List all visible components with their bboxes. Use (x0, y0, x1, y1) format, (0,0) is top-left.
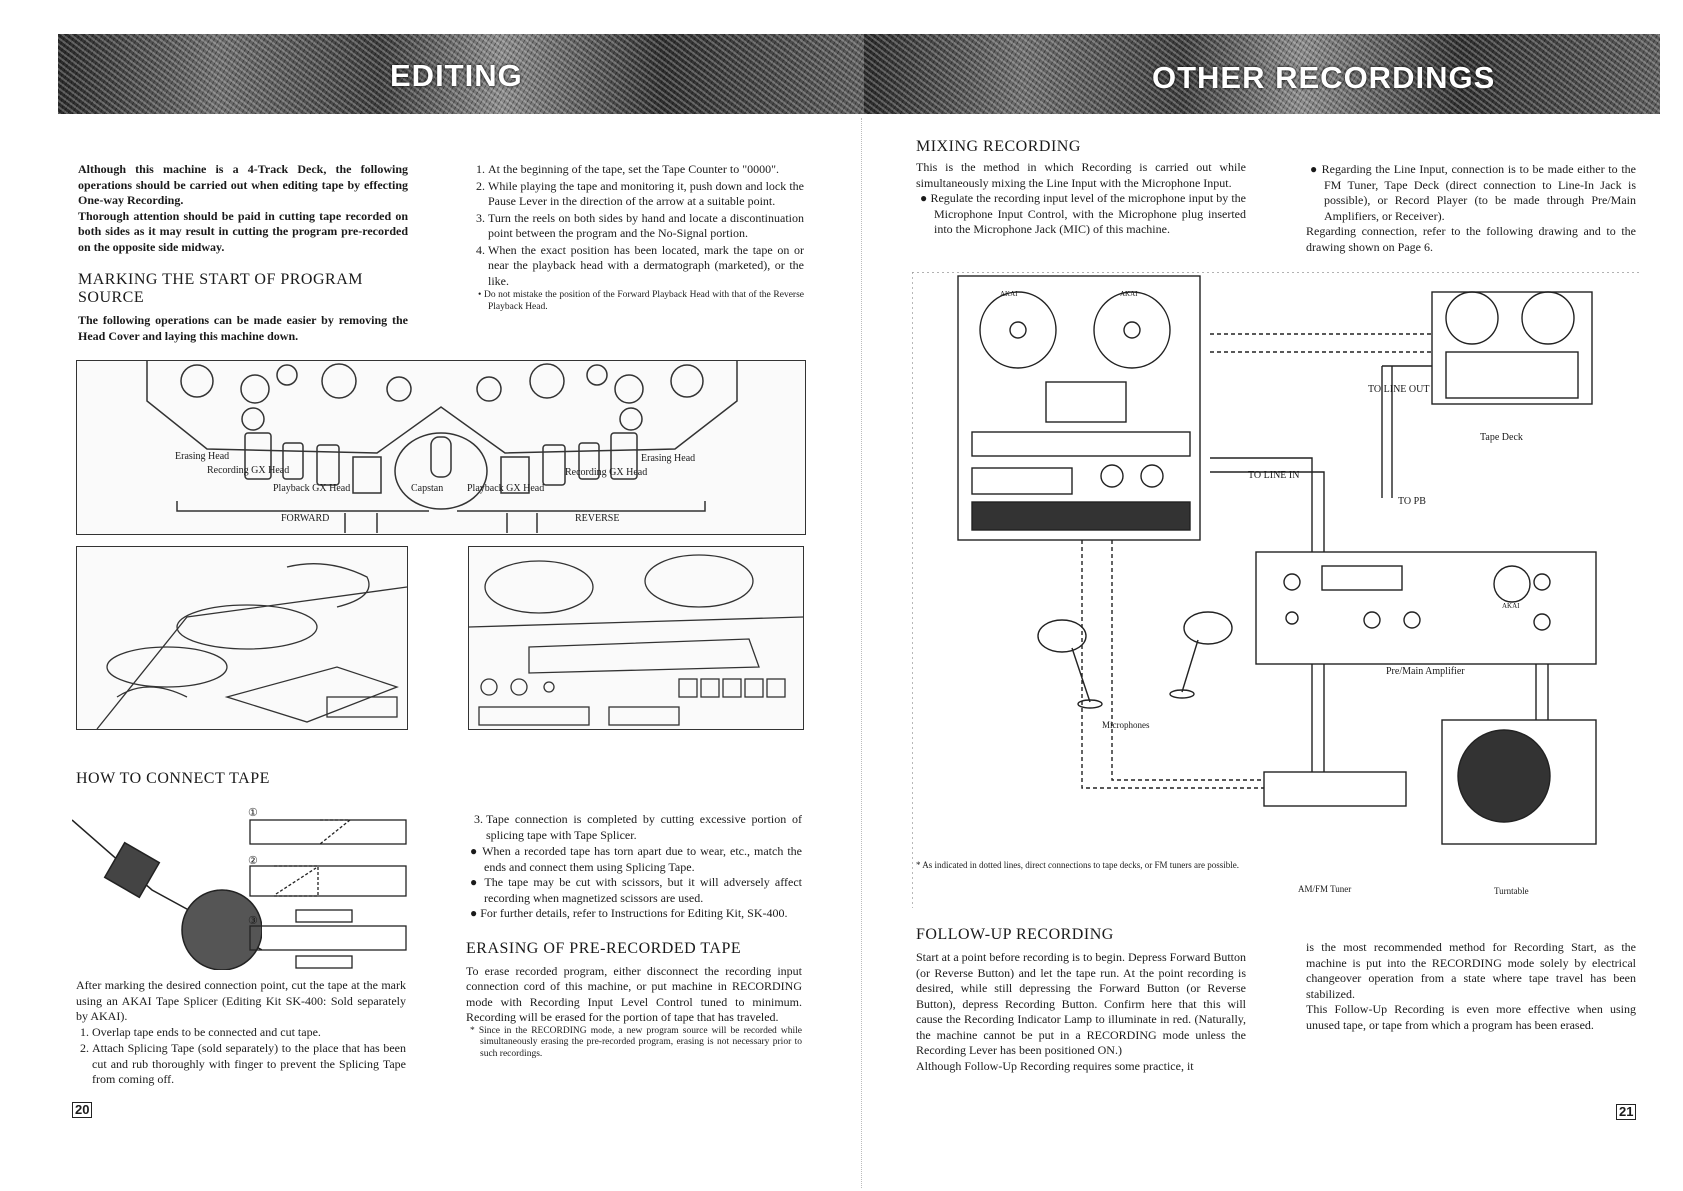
intro-paragraph-2: Thorough attention should be paid in cut… (78, 208, 408, 254)
hands-reels-drawing (96, 563, 407, 729)
intro-paragraph-1: Although this machine is a 4-Track Deck,… (78, 162, 408, 207)
recording-head-left-label: Recording GX Head (207, 465, 290, 476)
line-input-bullet: ● Regarding the Line Input, connection i… (1310, 162, 1637, 223)
deck-top-drawing (469, 554, 803, 726)
left-banner-title: EDITING (390, 58, 523, 93)
capstan-label: Capstan (411, 483, 444, 494)
diagram-brand-right: AKAI (1120, 290, 1138, 298)
marking-step-4: When the exact position has been located… (488, 243, 804, 290)
marking-step-3: Turn the reels on both sides by hand and… (488, 211, 804, 242)
followup-text-3: is the most recommended method for Recor… (1306, 940, 1636, 1001)
mixing-diagram-drawing (912, 272, 1642, 908)
line-input-text: Regarding connection, refer to the follo… (1306, 224, 1636, 254)
turntable-label: Turntable (1494, 886, 1529, 896)
connect-step-3: Tape connection is completed by cutting … (486, 812, 802, 843)
connect-step-1-marker: ① (248, 807, 258, 819)
am-fm-tuner-label: AM/FM Tuner (1298, 884, 1352, 894)
right-banner-title: OTHER RECORDINGS (1152, 60, 1496, 95)
followup-right-column: is the most recommended method for Recor… (1306, 940, 1636, 1033)
followup-left-column: Start at a point before recording is to … (916, 950, 1246, 1074)
connect-steps-list: Overlap tape ends to be connected and cu… (76, 1025, 406, 1088)
erasing-text: To erase recorded program, either discon… (466, 963, 802, 1025)
followup-text-2: Although Follow-Up Recording requires so… (916, 1058, 1194, 1073)
connect-bullet-2-text: The tape may be cut with scissors, but i… (484, 875, 803, 905)
amplifier-brand-label: AKAI (1502, 602, 1520, 610)
to-pb-label: TO PB (1398, 496, 1426, 507)
splicer-drawing (72, 819, 262, 970)
forward-label: FORWARD (281, 513, 330, 524)
marking-steps-list: At the beginning of the tape, set the Ta… (468, 162, 804, 289)
marking-text: The following operations can be made eas… (78, 313, 408, 343)
left-banner: EDITING (58, 34, 864, 114)
connect-step-3-list: Tape connection is completed by cutting … (466, 812, 802, 843)
followup-text-4: This Follow-Up Recording is even more ef… (1306, 1002, 1636, 1032)
connect-step-1: Overlap tape ends to be connected and cu… (92, 1025, 406, 1041)
erasing-note-text: Since in the RECORDING mode, a new progr… (478, 1025, 802, 1059)
connect-bullet-2: ● The tape may be cut with scissors, but… (470, 875, 803, 905)
reverse-label: REVERSE (575, 513, 620, 524)
connect-bullet-3-text: For further details, refer to Instructio… (480, 906, 788, 920)
followup-heading: FOLLOW-UP RECORDING (916, 926, 1114, 943)
main-deck-outline (957, 275, 1201, 541)
connect-bullet-3: ● For further details, refer to Instruct… (470, 906, 788, 920)
deck-top-figure (468, 546, 804, 730)
right-banner: OTHER RECORDINGS (864, 34, 1660, 114)
followup-text-1: Start at a point before recording is to … (916, 950, 1246, 1057)
diagram-note: * As indicated in dotted lines, direct c… (916, 860, 1239, 870)
connect-text: After marking the desired connection poi… (76, 978, 406, 1023)
connect-step-3-marker: ③ (248, 915, 258, 927)
mixing-bullet: ● Regulate the recording input level of … (920, 191, 1247, 236)
connect-step-diagram: ① ② ③ (240, 806, 408, 974)
to-line-out-label: TO LINE OUT (1368, 384, 1430, 395)
hands-reels-figure (76, 546, 408, 730)
playback-head-left-label: Playback GX Head (273, 483, 351, 494)
diagram-brand-left: AKAI (1000, 290, 1018, 298)
line-input-block: ● Regarding the Line Input, connection i… (1306, 162, 1636, 255)
pre-main-amplifier-label: Pre/Main Amplifier (1386, 666, 1465, 677)
connect-continued: Tape connection is completed by cutting … (466, 812, 802, 1060)
left-page-number: 20 (72, 1102, 93, 1118)
playback-head-right-label: Playback GX Head (467, 483, 545, 494)
recording-head-right-label: Recording GX Head (565, 467, 648, 478)
right-page-number: 21 (1616, 1104, 1637, 1120)
marking-step-1: At the beginning of the tape, set the Ta… (488, 162, 804, 178)
connect-step-2-marker: ② (248, 855, 258, 867)
line-input-bullet-text: Regarding the Line Input, connection is … (1321, 162, 1637, 223)
connect-step-2: Attach Splicing Tape (sold separately) t… (92, 1041, 406, 1088)
connect-bullet-1: ● When a recorded tape has torn apart du… (470, 844, 802, 874)
head-figure: Erasing Head Recording GX Head Playback … (76, 360, 806, 535)
erasing-note: * Since in the RECORDING mode, a new pro… (470, 1025, 802, 1059)
erasing-head-left-label: Erasing Head (175, 451, 230, 462)
erasing-head-right-label: Erasing Head (641, 453, 696, 464)
splicer-figure (72, 800, 262, 970)
tape-deck-label: Tape Deck (1480, 432, 1523, 443)
to-line-in-label: TO LINE IN (1248, 470, 1300, 481)
mixing-text: This is the method in which Recording is… (916, 160, 1246, 190)
erasing-heading: ERASING OF PRE-RECORDED TAPE (466, 939, 742, 957)
head-drawing (146, 361, 738, 533)
page-fold (861, 118, 862, 1188)
connect-text-block: After marking the desired connection poi… (76, 978, 406, 1089)
mixing-bullet-text: Regulate the recording input level of th… (930, 191, 1247, 236)
connect-bullet-1-text: When a recorded tape has torn apart due … (482, 844, 802, 874)
editing-intro: Although this machine is a 4-Track Deck,… (78, 162, 408, 344)
marking-step-2: While playing the tape and monitoring it… (488, 179, 804, 210)
marking-note-text: Do not mistake the position of the Forwa… (483, 290, 804, 312)
microphones-label: Microphones (1102, 720, 1150, 730)
mixing-heading: MIXING RECORDING (916, 138, 1081, 155)
marking-steps: At the beginning of the tape, set the Ta… (468, 162, 804, 313)
diagram-note-text: As indicated in dotted lines, direct con… (922, 860, 1239, 870)
mixing-text-block: This is the method in which Recording is… (916, 160, 1246, 238)
marking-note: • Do not mistake the position of the For… (478, 290, 804, 312)
connect-heading: HOW TO CONNECT TAPE (76, 770, 270, 787)
marking-heading: MARKING THE START OF PROGRAM SOURCE (78, 271, 363, 306)
mixing-diagram: AKAI AKAI TO LINE OUT Tape Deck TO LINE … (912, 272, 1642, 908)
connect-steps-drawing (249, 819, 407, 969)
